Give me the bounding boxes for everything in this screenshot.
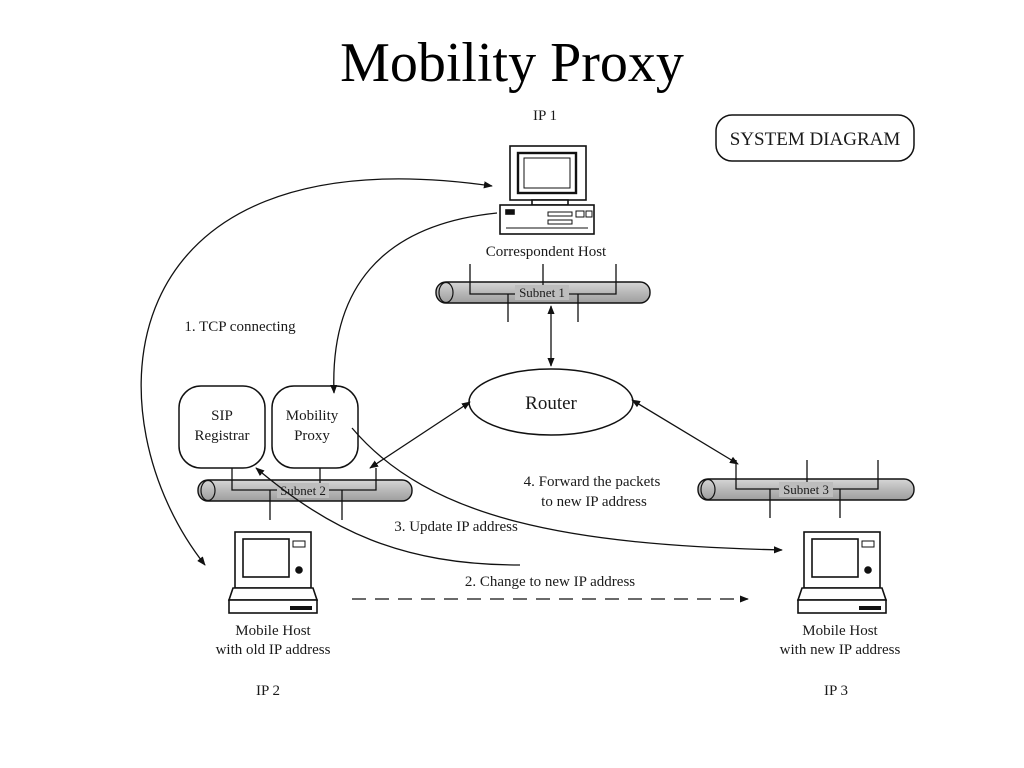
- system-diagram-box: SYSTEM DIAGRAM: [715, 114, 915, 162]
- router-node: Router: [468, 368, 634, 436]
- subnet3-pipe: [697, 460, 915, 518]
- sip-registrar-label-line2: Registrar: [195, 428, 250, 444]
- step3-label: 3. Update IP address: [394, 519, 518, 535]
- mobile-host-new-laptop-icon: [796, 531, 888, 614]
- ip3-label: IP 3: [824, 683, 848, 699]
- mobility-proxy-node: Mobility Proxy: [271, 385, 359, 469]
- tcp-connecting-arrow: [140, 178, 493, 566]
- mobile-host-new-label-line1: Mobile Host: [802, 623, 878, 639]
- router-label: Router: [525, 393, 577, 414]
- router-subnet2-link: [369, 401, 471, 469]
- step4-label-line2: to new IP address: [541, 494, 647, 510]
- mobile-host-old-label-line2: with old IP address: [216, 642, 331, 658]
- subnet2-label: Subnet 2: [280, 483, 326, 498]
- subnet1-label: Subnet 1: [519, 285, 565, 300]
- update-ip-arrow: [255, 467, 521, 566]
- mobile-host-old-laptop-icon: [227, 531, 319, 614]
- subnet3-label: Subnet 3: [783, 482, 829, 497]
- ip2-label: IP 2: [256, 683, 280, 699]
- mobility-proxy-label-line2: Proxy: [294, 428, 330, 444]
- step1-label: 1. TCP connecting: [184, 319, 296, 335]
- system-diagram-label: SYSTEM DIAGRAM: [730, 129, 901, 150]
- step2-label: 2. Change to new IP address: [465, 574, 635, 590]
- ip1-label: IP 1: [533, 108, 557, 124]
- sip-registrar-label-line1: SIP: [211, 408, 233, 424]
- mobile-host-old-label-line1: Mobile Host: [235, 623, 311, 639]
- forward-packets-arrow: [351, 427, 783, 554]
- correspondent-host-label: Correspondent Host: [486, 244, 607, 260]
- mobile-host-new-label-line2: with new IP address: [780, 642, 901, 658]
- mobility-proxy-label-line1: Mobility: [286, 408, 339, 424]
- router-subnet3-link: [631, 399, 739, 465]
- correspondent-host-computer-icon: [499, 145, 595, 235]
- page-title: Mobility Proxy: [340, 32, 684, 94]
- sip-registrar-node: SIP Registrar: [178, 385, 266, 469]
- ch-to-proxy-arrow: [330, 212, 498, 394]
- step4-label-line1: 4. Forward the packets: [524, 474, 661, 490]
